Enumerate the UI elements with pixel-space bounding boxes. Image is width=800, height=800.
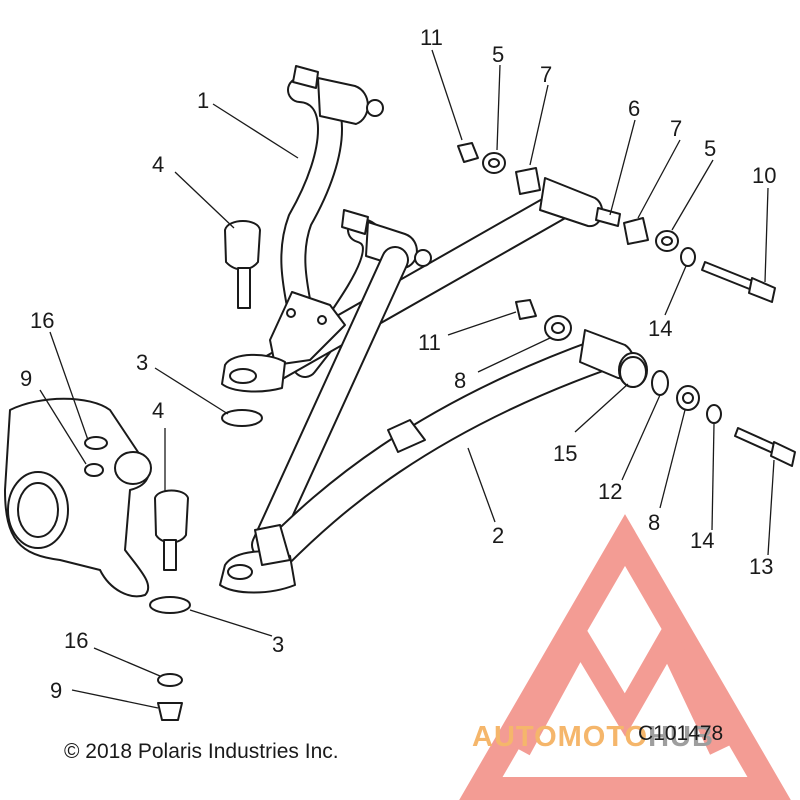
watermark-text: AUTOMOTOHUB [472, 721, 714, 753]
callout-4-upper: 4 [152, 152, 164, 177]
ball-joints [154, 220, 261, 571]
callout-1: 1 [197, 88, 209, 113]
part-14-lower [706, 404, 722, 424]
part-11-lower [515, 299, 537, 320]
part-15 [619, 356, 647, 388]
part-16-lower [157, 673, 183, 687]
steering-knuckle [4, 397, 152, 598]
upper-a-arm [221, 65, 621, 393]
callout-9-lower: 9 [50, 678, 62, 703]
callout-16-lower: 16 [64, 628, 88, 653]
part-9-lower [157, 702, 183, 721]
copyright-text: © 2018 Polaris Industries Inc. [64, 740, 339, 763]
callout-13: 13 [749, 554, 773, 579]
callout-7-upper-right: 7 [670, 116, 682, 141]
ball-joint-upper [224, 220, 261, 271]
callout-15: 15 [553, 441, 577, 466]
part-12-snap-ring [651, 370, 669, 396]
part-10-bolt [701, 261, 756, 291]
callout-8-left: 8 [454, 368, 466, 393]
watermark-logo [459, 514, 791, 800]
part-14-upper [680, 247, 696, 267]
callout-5-upper-right: 5 [704, 136, 716, 161]
hardware [457, 142, 796, 467]
lower-a-arm [219, 246, 648, 594]
callout-3-lower: 3 [272, 632, 284, 657]
callout-6: 6 [628, 96, 640, 121]
callout-8-right: 8 [648, 510, 660, 535]
snap-ring-lower [149, 596, 191, 614]
callout-10: 10 [752, 163, 776, 188]
callouts: 1 4 16 3 9 4 11 5 7 6 7 5 10 14 11 8 15 … [20, 25, 776, 703]
callout-7-upper-left: 7 [540, 62, 552, 87]
leader-lines [39, 49, 775, 709]
ball-joint-lower [154, 489, 189, 544]
callout-11-upper: 11 [420, 25, 443, 50]
figure-id: C101478 [638, 722, 723, 745]
callout-12: 12 [598, 479, 622, 504]
part-7-upper-left [515, 167, 541, 195]
callout-4-lower: 4 [152, 398, 164, 423]
callout-14-lower: 14 [690, 528, 714, 553]
callout-3-upper: 3 [136, 350, 148, 375]
callout-9-upper: 9 [20, 366, 32, 391]
part-7-upper-right [623, 217, 649, 245]
callout-2: 2 [492, 523, 504, 548]
part-11-upper [457, 142, 479, 163]
callout-16-upper: 16 [30, 308, 54, 333]
snap-ring-upper [221, 409, 263, 427]
callout-14-upper: 14 [648, 316, 672, 341]
callout-5-upper-left: 5 [492, 42, 504, 67]
callout-11-lower: 11 [418, 330, 441, 355]
